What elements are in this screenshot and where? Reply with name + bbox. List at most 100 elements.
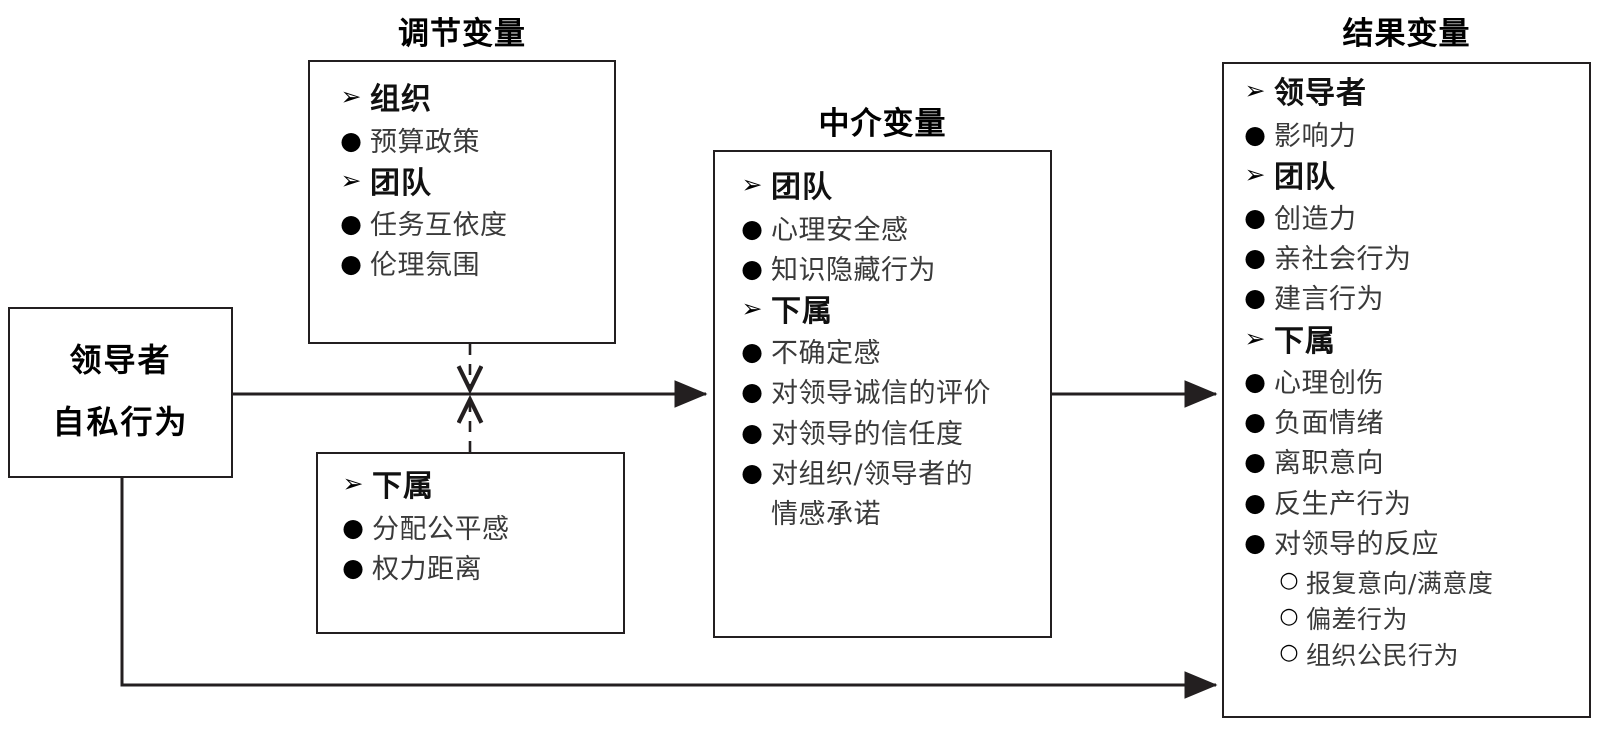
- list-item-label: 下属: [771, 293, 833, 329]
- arrow-marker-icon: ➢: [741, 293, 763, 323]
- list-item: ➢ 团队: [1236, 162, 1588, 194]
- list-item-label: 影响力: [1274, 120, 1357, 152]
- list-item-label: 建言行为: [1274, 284, 1384, 316]
- title-mediator: 中介变量: [818, 106, 947, 142]
- list-item: ● 影响力: [1236, 119, 1588, 152]
- list-item-label: 知识隐藏行为: [771, 254, 936, 286]
- list-item: ● 反生产行为: [1236, 487, 1588, 520]
- bullet-marker-icon: ●: [340, 249, 362, 279]
- list-item-label: 创造力: [1274, 204, 1357, 236]
- bullet-marker-icon: ●: [340, 125, 362, 155]
- list-item: ➢ 组织: [332, 84, 602, 116]
- bullet-marker-icon: ●: [741, 417, 763, 447]
- list-item-label: 领导者: [1274, 76, 1367, 111]
- list-item-label: 对领导的信任度: [771, 418, 964, 450]
- list-item: ● 建言行为: [1236, 285, 1588, 314]
- list-item-label: 不确定感: [771, 338, 881, 370]
- list-item: ● 不确定感: [733, 339, 1049, 368]
- list-item: ➢ 下属: [733, 296, 1049, 328]
- list-item-label: 团队: [370, 165, 432, 201]
- list-item: ➢ 领导者: [1236, 78, 1588, 110]
- outcome-box[interactable]: ➢领导者●影响力➢团队●创造力●亲社会行为●建言行为➢下属●心理创伤●负面情绪●…: [1222, 62, 1591, 718]
- list-item: ● 创造力: [1236, 205, 1588, 234]
- bullet-marker-icon: ●: [1244, 527, 1266, 557]
- list-item: ● 对领导诚信的评价: [733, 379, 1049, 408]
- list-item-label: 情感承诺: [771, 498, 881, 530]
- list-item: ➢ 团队: [332, 168, 602, 200]
- list-item: ●亲社会行为: [1236, 245, 1588, 274]
- list-item-label: 预算政策: [370, 126, 480, 158]
- list-item-label: 报复意向/满意度: [1306, 568, 1494, 598]
- bullet-marker-icon: ●: [1244, 407, 1266, 437]
- source-node-line1: 领导者: [69, 341, 172, 379]
- list-item: ● 对领导的反应: [1236, 530, 1588, 559]
- moderator-bottom-list: ➢ 下属 ● 分配公平感 ● 权力距离: [334, 471, 612, 595]
- bullet-marker-icon: ●: [741, 457, 763, 487]
- list-item-label: 组织公民行为: [1306, 640, 1460, 670]
- list-item-label: 权力距离: [372, 553, 482, 585]
- list-item: ○ 偏差行为: [1236, 603, 1588, 634]
- list-item: ➢ 下属: [334, 471, 612, 503]
- circle-marker-icon: ○: [1279, 567, 1299, 593]
- list-item: ● 分配公平感: [334, 512, 612, 545]
- outcome-list: ➢领导者●影响力➢团队●创造力●亲社会行为●建言行为➢下属●心理创伤●负面情绪●…: [1236, 78, 1588, 678]
- list-item-label: 对组织/领导者的: [771, 458, 974, 490]
- circle-marker-icon: ○: [1279, 639, 1299, 665]
- arrow-marker-icon: ➢: [1244, 76, 1266, 105]
- list-item: ● 权力距离: [334, 552, 612, 585]
- list-item: ● 预算政策: [332, 125, 602, 158]
- list-item: ○ 组织公民行为: [1236, 639, 1588, 670]
- list-item-label: 对领导的反应: [1274, 528, 1439, 560]
- source-node-box[interactable]: 领导者 自私行为: [8, 307, 233, 478]
- list-item: ➢团队: [733, 172, 1049, 204]
- list-item-label: 反生产行为: [1274, 488, 1412, 520]
- list-item: ● 负面情绪: [1236, 409, 1588, 438]
- bullet-marker-icon: ●: [1244, 283, 1266, 313]
- circle-marker-icon: ○: [1279, 603, 1299, 629]
- list-item-label: 心理创伤: [1274, 368, 1384, 400]
- arrow-marker-icon: ➢: [342, 469, 364, 498]
- list-item-label: 偏差行为: [1306, 604, 1409, 634]
- mediator-list: ➢团队●心理安全感●知识隐藏行为➢下属●不确定感●对领导诚信的评价●对领导的信任…: [733, 172, 1049, 533]
- list-item-label: 亲社会行为: [1274, 244, 1412, 276]
- bullet-marker-icon: ●: [741, 213, 763, 243]
- moderator-top-box[interactable]: ➢组织●预算政策➢团队●任务互依度●伦理氛围: [308, 60, 616, 344]
- list-item-label: 下属: [372, 469, 434, 504]
- list-item-label: 离职意向: [1274, 448, 1384, 480]
- bullet-marker-icon: ●: [1244, 119, 1266, 149]
- list-item-label: 下属: [1274, 323, 1336, 359]
- bullet-marker-icon: ●: [342, 512, 364, 542]
- list-item-label: 团队: [1274, 159, 1336, 195]
- moderator-top-list: ➢组织●预算政策➢团队●任务互依度●伦理氛围: [332, 84, 602, 291]
- arrow-marker-icon: ➢: [1244, 159, 1266, 189]
- bullet-marker-icon: ●: [1244, 203, 1266, 233]
- arrow-marker-icon: ➢: [340, 82, 362, 111]
- list-item-label: 伦理氛围: [370, 250, 480, 282]
- list-item: ●任务互依度: [332, 211, 602, 240]
- bullet-marker-icon: ●: [340, 209, 362, 239]
- list-item-label: 组织: [370, 82, 432, 117]
- arrow-marker-icon: ➢: [340, 165, 362, 195]
- list-item-label: 心理安全感: [771, 214, 909, 246]
- bullet-marker-icon: ●: [741, 337, 763, 367]
- bullet-marker-icon: ●: [741, 377, 763, 407]
- list-item: 情感承诺: [733, 500, 1049, 529]
- list-item: ● 心理安全感: [733, 213, 1049, 246]
- bullet-marker-icon: ●: [1244, 487, 1266, 517]
- bullet-marker-icon: ●: [1244, 367, 1266, 397]
- list-item-label: 负面情绪: [1274, 408, 1384, 440]
- source-node-line2: 自私行为: [52, 403, 189, 441]
- title-outcome: 结果变量: [1342, 16, 1471, 52]
- moderator-bottom-box[interactable]: ➢ 下属 ● 分配公平感 ● 权力距离: [316, 452, 625, 634]
- bullet-marker-icon: ●: [342, 552, 364, 582]
- list-item-label: 分配公平感: [372, 513, 510, 545]
- list-item: ● 对领导的信任度: [733, 417, 1049, 450]
- list-item: ● 心理创伤: [1236, 369, 1588, 398]
- bullet-marker-icon: ●: [1244, 447, 1266, 477]
- title-moderator: 调节变量: [398, 16, 526, 52]
- list-item-label: 对领导诚信的评价: [771, 378, 991, 410]
- list-item: ●知识隐藏行为: [733, 254, 1049, 286]
- mediator-box[interactable]: ➢团队●心理安全感●知识隐藏行为➢下属●不确定感●对领导诚信的评价●对领导的信任…: [713, 150, 1052, 638]
- list-item: ○ 报复意向/满意度: [1236, 567, 1588, 598]
